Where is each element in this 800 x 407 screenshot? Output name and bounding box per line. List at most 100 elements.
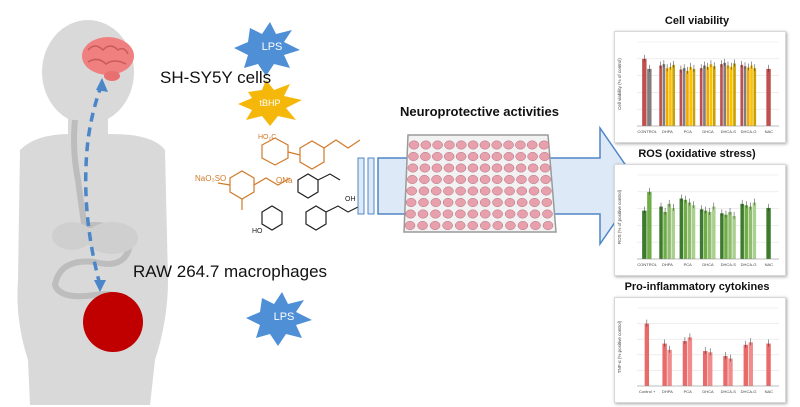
plate-well (491, 152, 503, 161)
ros-title: ROS (oxidative stress) (638, 148, 756, 160)
y-axis-label: ROS (% of positive control) (617, 189, 622, 244)
plate-well (541, 186, 552, 196)
plate-well (455, 198, 466, 207)
bar (689, 66, 692, 126)
bar (691, 205, 696, 259)
x-tick-label: PCA (684, 262, 693, 267)
plate-well (430, 198, 442, 207)
bar (671, 207, 675, 259)
plate-well (467, 163, 479, 173)
brain-icon (82, 37, 134, 81)
bar (766, 207, 771, 259)
gluc-label: HO₂C (258, 134, 277, 141)
plate-well (528, 175, 539, 184)
plate-well (505, 221, 516, 230)
plate-well (492, 186, 503, 196)
y-axis-label: TNF-α (% positive control) (617, 320, 622, 373)
plate-well (420, 140, 432, 150)
bar (662, 343, 667, 386)
bar (709, 64, 713, 126)
bar (733, 63, 736, 126)
bar (746, 67, 750, 126)
plate-well (527, 163, 539, 173)
plate-well (443, 163, 455, 173)
bar (728, 211, 732, 259)
bar (642, 58, 647, 126)
plate-well (479, 209, 491, 219)
plate-well (455, 209, 466, 219)
plate-well (417, 209, 429, 219)
bar (665, 68, 669, 126)
plate-well (504, 209, 516, 219)
bar (642, 210, 647, 259)
plate-well (443, 186, 454, 196)
plate-well (467, 152, 479, 161)
bar (679, 198, 684, 259)
plate-well (443, 175, 454, 184)
plate-well (454, 221, 466, 230)
x-tick-label: NAC (765, 129, 774, 134)
bar (686, 70, 689, 126)
plate-well (504, 175, 515, 184)
bar (720, 64, 723, 126)
plate-well (408, 140, 420, 150)
lps-star-bottom (246, 292, 312, 346)
bar (724, 214, 728, 259)
plate-well (539, 163, 551, 173)
plate-well (504, 198, 516, 207)
bar (703, 351, 708, 386)
plate-well (491, 140, 502, 150)
shsy5y-label: SH-SY5Y cells (160, 68, 272, 87)
bar (663, 211, 667, 259)
bar (706, 66, 710, 126)
bar (712, 66, 716, 126)
bar (729, 66, 733, 126)
bar (720, 213, 724, 259)
x-tick-label: DHPA (662, 389, 673, 394)
bar (740, 203, 744, 259)
bar (683, 199, 688, 259)
plate-well (504, 186, 515, 196)
x-tick-label: CONTROL (637, 262, 657, 267)
bar (712, 206, 716, 259)
lps-top-label: LPS (261, 41, 283, 53)
plate-well (419, 175, 430, 184)
ho-label: HO (252, 228, 263, 235)
gut-brain-axis-arrow (83, 78, 108, 292)
bar (753, 68, 757, 126)
plate-well (431, 163, 443, 173)
x-tick-label: DHCA-G (741, 389, 757, 394)
bar (687, 337, 693, 386)
bar (699, 68, 703, 126)
plate-well (479, 163, 491, 173)
plate-well (529, 198, 540, 207)
plate-well (407, 175, 418, 184)
human-silhouette (17, 20, 168, 405)
x-tick-label: DHCA-S (721, 389, 737, 394)
plate-well (479, 140, 491, 150)
plate-well (540, 175, 551, 184)
plate-well (430, 186, 442, 196)
plate-well (516, 198, 528, 207)
bar (723, 356, 728, 386)
bar (743, 66, 747, 126)
plate-well (467, 209, 479, 219)
x-tick-label: DHCA-G (741, 129, 757, 134)
plate-well (542, 221, 554, 230)
plate-well (455, 186, 466, 196)
plate-well (516, 175, 527, 184)
plate-well (419, 163, 431, 173)
bar (748, 342, 753, 386)
viability-title: Cell viability (664, 15, 730, 27)
bar (659, 65, 662, 126)
bar (723, 62, 727, 126)
bar (708, 352, 713, 386)
bar (644, 323, 650, 386)
plate-well (503, 163, 515, 173)
plate-well (407, 163, 419, 173)
plate-well (444, 140, 455, 150)
plate-well (408, 152, 419, 161)
plate-well (515, 163, 527, 173)
bar (647, 191, 652, 259)
